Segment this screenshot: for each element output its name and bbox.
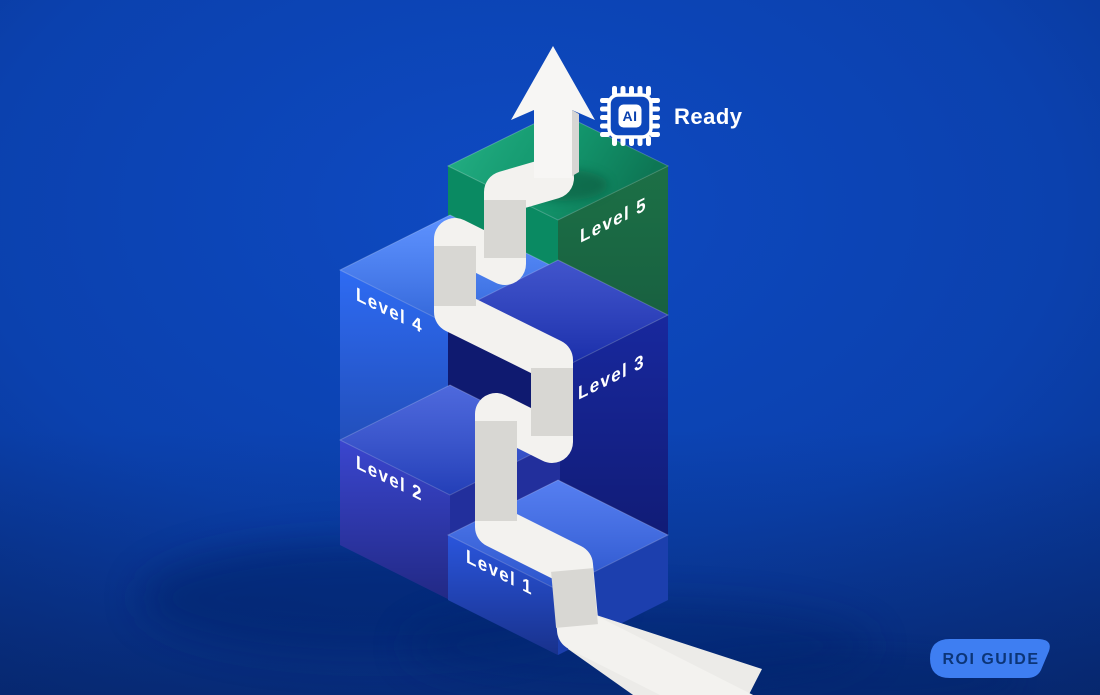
ai-chip-icon: AI	[600, 86, 660, 146]
arrow-side-shade	[572, 110, 579, 176]
ai-ready-badge: AI Ready	[600, 86, 743, 146]
ribbon-riser-1	[551, 568, 598, 628]
growth-path-ribbon	[434, 157, 762, 695]
level-2-front-face-shade	[340, 440, 450, 600]
ready-label: Ready	[674, 104, 743, 129]
ai-chip-text: AI	[623, 108, 638, 124]
roi-guide-label: ROI GUIDE	[942, 651, 1039, 668]
growth-arrow	[511, 46, 595, 178]
roi-guide-badge[interactable]: ROI GUIDE	[930, 639, 1050, 678]
level-1-front-face-shade	[448, 535, 558, 655]
roi-guide-badge-shape[interactable]	[930, 639, 1050, 678]
arrow-head	[511, 46, 595, 178]
